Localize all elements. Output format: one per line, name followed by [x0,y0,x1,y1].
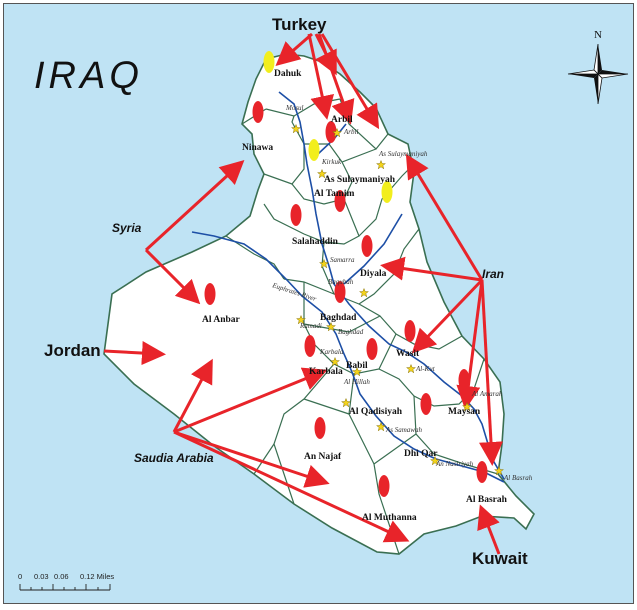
city-baqubah: Baqubah [328,278,354,286]
province-diyala: Diyala [360,269,387,279]
label-syria: Syria [112,221,142,235]
diyala-river [343,213,403,285]
arrow-turkey-arbil [317,33,355,125]
city-hillah: Al Hillah [343,378,370,386]
province-maysan: Maysan [448,407,481,417]
province-dahuk: Dahuk [274,69,302,79]
province-wasit: Wasit [396,349,420,359]
euphrates-river [191,231,505,483]
province-karbala: Karbala [309,367,343,377]
province-babil: Babil [346,361,368,371]
province-basrah: Al Basrah [466,495,508,505]
scale-bar: 0 0.03 0.06 0.12 Miles [18,572,114,591]
province-anbar: Al Anbar [202,315,241,325]
city-mosul: Mosul [285,104,304,112]
scale-label-006: 0.06 [54,572,69,581]
city-samawah: As Samawah [385,426,422,434]
label-saudi-arabia: Saudia Arabia [134,451,214,465]
label-kuwait: Kuwait [472,549,528,568]
red-marker-icon [252,101,264,123]
red-marker-icon [378,475,390,497]
arrow-saudi-najaf [173,430,330,488]
arrow-jordan [103,341,166,366]
city-ramadi: Ramadi [299,322,322,330]
province-baghdad: Baghdad [320,313,357,323]
scale-label-0: 0 [18,572,22,581]
arrow-turkey-far [307,33,334,120]
arrow-iran-diyala [380,256,483,282]
city-nasiriyah: An Nasiriyah [435,460,474,468]
red-marker-icon [314,417,326,439]
scale-label-012: 0.12 Miles [80,572,114,581]
province-tamim: Al Tamim [314,189,354,199]
city-kirkuk: Kirkuk [321,158,342,166]
province-qadisiyah: Al Qadisiyah [349,407,403,417]
arrow-turkey-sulaymaniyah [320,33,380,130]
label-jordan: Jordan [44,341,101,360]
label-turkey: Turkey [272,15,327,34]
city-samarra: Samarra [330,256,355,264]
province-najaf: An Najaf [304,452,342,462]
city-kut: Al-Kut [415,365,436,373]
arrow-iran-sulay [405,153,484,281]
red-marker-icon [420,393,432,415]
province-arbil: Arbil [331,115,353,125]
province-ninawa: Ninawa [242,143,273,153]
arrow-syria-anbar [144,248,201,305]
red-marker-icon [361,235,373,257]
north-label: N [594,29,602,41]
iraq-map: IRAQ N [18,15,629,591]
city-baghdad: Baghdad [338,328,364,336]
city-karbala: Karbala [319,348,344,356]
red-marker-icon [304,335,316,357]
city-basrah: Al Basrah [503,474,533,482]
province-dhiqar: Dhi Qar [404,449,438,459]
arrow-iran-wasit [411,278,484,354]
arrow-iran-basrah [479,279,503,466]
yellow-marker-icon [263,51,275,73]
city-sulaymaniyah: As Sulaymaniyah [378,150,428,158]
map-frame: IRAQ N [3,3,634,604]
label-iran: Iran [482,267,504,281]
red-marker-icon [404,320,416,342]
province-muthanna: Al Muthanna [362,513,417,523]
north-arrow: N [567,29,629,105]
red-marker-icon [476,461,488,483]
arrow-kuwait [477,504,501,555]
arrow-saudi-karbala [173,367,328,434]
province-salahaddin: Salahaddin [292,237,339,247]
yellow-marker-icon [308,139,320,161]
map-title: IRAQ [34,55,143,97]
red-marker-icon [204,283,216,305]
scale-label-003: 0.03 [34,572,49,581]
red-marker-icon [366,338,378,360]
city-amarah: Al Amarah [471,390,503,398]
tigris-river [278,91,505,480]
red-marker-icon [458,369,470,391]
arrow-turkey-dahuk [275,32,313,66]
province-sulaymaniyah: As Sulaymaniyah [324,175,396,185]
arrow-syria-ninawa [144,159,245,252]
arrow-saudi-anbar [172,358,213,433]
arrow-saudi-muthanna [173,430,410,543]
city-arbil: Arbil [343,128,358,136]
red-marker-icon [290,204,302,226]
